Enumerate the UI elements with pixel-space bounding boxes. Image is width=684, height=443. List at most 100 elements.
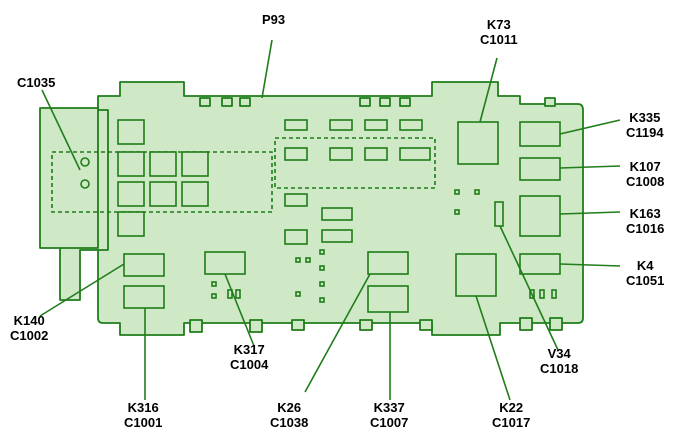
top-nub — [379, 97, 391, 107]
top-nub — [399, 97, 411, 107]
label-k337: K337 C1007 — [370, 400, 408, 430]
k73-leader — [479, 57, 498, 123]
k316-relay — [123, 285, 165, 309]
fuse-slot — [321, 229, 353, 243]
k140-relay — [123, 253, 165, 277]
p93-leader — [261, 39, 273, 99]
relay-slot — [181, 181, 209, 207]
relay-slot — [117, 151, 145, 177]
pin — [474, 189, 480, 195]
pin — [539, 289, 545, 299]
fuse-slot — [364, 119, 388, 131]
label-k4: K4 C1051 — [626, 258, 664, 288]
label-k26-line2: C1038 — [270, 415, 309, 430]
left-bracket-inner — [39, 107, 99, 249]
relay-slot — [149, 151, 177, 177]
pin — [211, 281, 217, 287]
pin — [295, 257, 301, 263]
fuse-slot — [284, 229, 308, 245]
fuse-slot — [364, 147, 388, 161]
label-k107-line1: K107 — [629, 159, 661, 174]
relay-slot — [117, 181, 145, 207]
k107-leader — [559, 165, 621, 169]
pin — [235, 289, 241, 299]
label-v34-line2: C1018 — [540, 361, 579, 376]
label-c1035-line1: C1035 — [17, 75, 56, 90]
label-k140-line2: C1002 — [10, 328, 49, 343]
label-v34: V34 C1018 — [540, 346, 578, 376]
pin — [551, 289, 557, 299]
k335-leader — [559, 119, 621, 135]
k337-relay — [367, 285, 409, 313]
k26-relay — [367, 251, 409, 275]
label-p93: P93 — [262, 12, 285, 27]
label-k107-line2: C1008 — [626, 174, 665, 189]
bottom-nub — [189, 319, 203, 333]
label-k107: K107 C1008 — [626, 159, 664, 189]
fuse-slot — [329, 119, 353, 131]
k4-relay — [519, 253, 561, 275]
label-k317: K317 C1004 — [230, 342, 268, 372]
label-k337-line2: C1007 — [370, 415, 409, 430]
c1035-pin — [80, 179, 90, 189]
bottom-nub — [249, 319, 263, 333]
fuse-slot — [284, 193, 308, 207]
bottom-nub — [359, 319, 373, 331]
k22-relay — [455, 253, 497, 297]
label-k337-line1: K337 — [373, 400, 405, 415]
top-nub — [239, 97, 251, 107]
k140-leader — [39, 263, 125, 317]
k107-relay — [519, 157, 561, 181]
label-v34-line1: V34 — [547, 346, 571, 361]
fuse-slot — [399, 119, 423, 131]
fuse-slot — [284, 119, 308, 131]
top-nub — [544, 97, 556, 107]
label-k73-line2: C1011 — [480, 32, 518, 47]
label-k26-line1: K26 — [277, 400, 302, 415]
label-k317-line1: K317 — [233, 342, 265, 357]
label-k335: K335 C1194 — [626, 110, 664, 140]
pin — [319, 265, 325, 271]
label-k140: K140 C1002 — [10, 313, 48, 343]
pin — [454, 189, 460, 195]
label-k4-line1: K4 — [636, 258, 654, 273]
k73-relay — [457, 121, 499, 165]
label-k163-line2: C1016 — [626, 221, 665, 236]
pin — [319, 281, 325, 287]
v34-diode — [494, 201, 504, 227]
label-k335-line2: C1194 — [626, 125, 664, 140]
pin — [227, 289, 233, 299]
label-k316-line1: K316 — [127, 400, 159, 415]
fuse-slot — [321, 207, 353, 221]
label-k73-line1: K73 — [486, 17, 511, 32]
label-k4-line2: C1051 — [626, 273, 665, 288]
label-p93-line1: P93 — [262, 12, 286, 27]
label-k163: K163 C1016 — [626, 206, 664, 236]
fuse-slot — [329, 147, 353, 161]
k317-relay — [204, 251, 246, 275]
label-k317-line2: C1004 — [230, 357, 269, 372]
label-k163-line1: K163 — [629, 206, 661, 221]
pin — [295, 291, 301, 297]
k163-leader — [559, 211, 621, 215]
relay-slot — [149, 181, 177, 207]
pin — [454, 209, 460, 215]
label-c1035: C1035 — [17, 75, 55, 90]
label-k22: K22 C1017 — [492, 400, 530, 430]
label-k73: K73 C1011 — [480, 17, 518, 47]
label-k316: K316 C1001 — [124, 400, 162, 430]
label-k335-line1: K335 — [629, 110, 661, 125]
pin — [211, 293, 217, 299]
label-k140-line1: K140 — [13, 313, 45, 328]
k26-leader — [304, 273, 371, 393]
k4-leader — [559, 263, 621, 267]
pin — [319, 297, 325, 303]
label-k22-line2: C1017 — [492, 415, 531, 430]
k335-relay — [519, 121, 561, 147]
label-k316-line2: C1001 — [124, 415, 163, 430]
bottom-nub — [549, 317, 563, 331]
fuse-slot — [399, 147, 431, 161]
fuse-block — [274, 137, 436, 189]
